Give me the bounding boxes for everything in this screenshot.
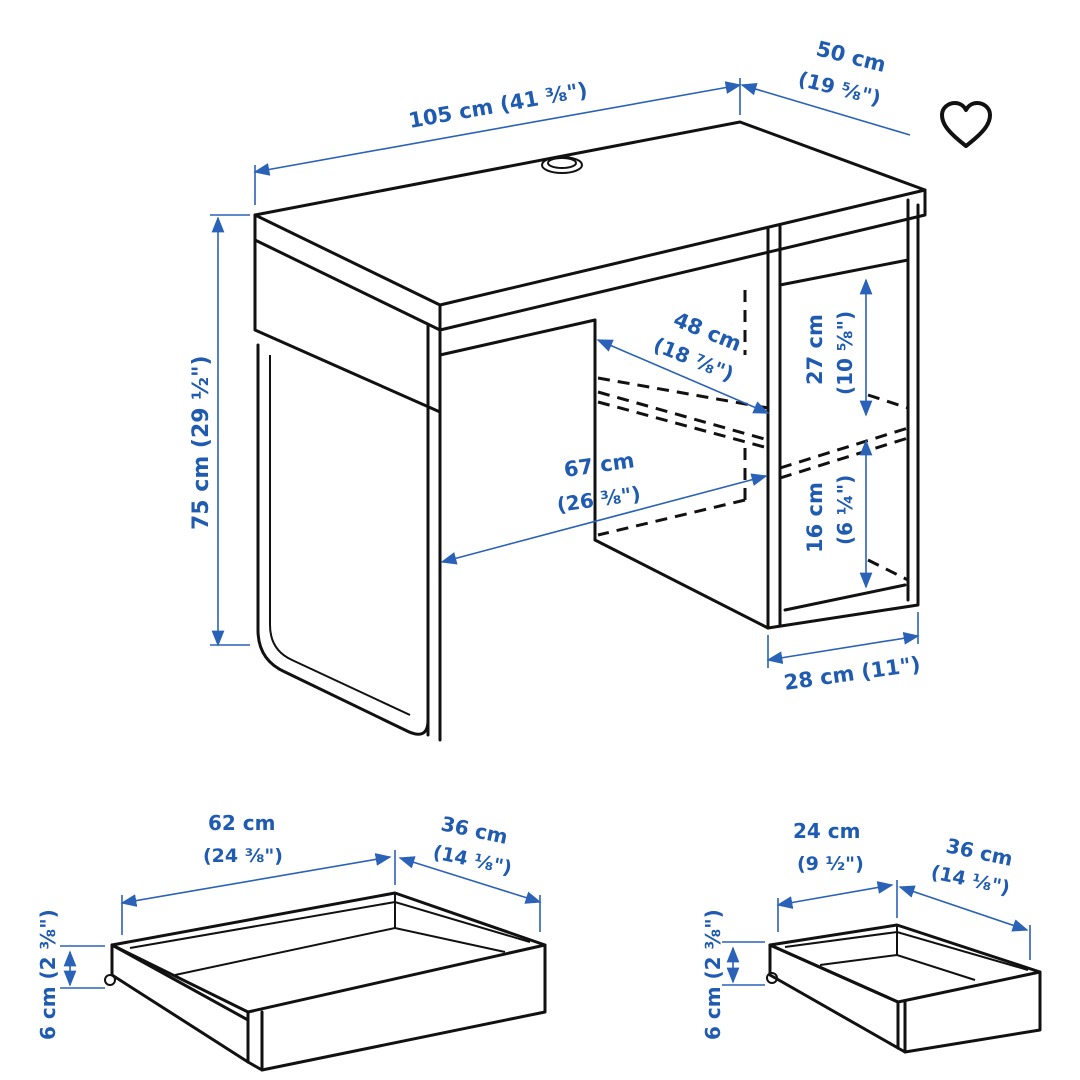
lower-compartment-cm-label: 16 cm	[803, 482, 827, 553]
cabinet-width-label: 28 cm (11")	[782, 652, 922, 695]
desk-depth-cm-label: 50 cm	[814, 37, 889, 77]
heart-icon	[940, 101, 992, 148]
upper-compartment-cm-label: 27 cm	[803, 314, 827, 385]
favorite-button[interactable]	[938, 100, 994, 152]
desk-height-label: 75 cm (29 ½")	[189, 355, 214, 530]
large-drawer-height-label: 6 cm (2 ⅜")	[36, 909, 60, 1040]
lower-compartment-in-label: (6 ¼")	[833, 475, 857, 545]
large-drawer-drawing	[60, 850, 547, 1072]
small-drawer-drawing	[722, 880, 1042, 1054]
small-drawer-height-label: 6 cm (2 ⅜")	[701, 909, 725, 1040]
desk-width-label: 105 cm (41 ⅜")	[407, 78, 590, 133]
upper-compartment-in-label: (10 ⅝")	[833, 311, 857, 395]
large-drawer-depth-cm-label: 36 cm	[439, 811, 510, 849]
desk-drawing	[210, 78, 927, 742]
leg-clearance-cm-label: 67 cm	[562, 448, 636, 482]
small-drawer-width-cm-label: 24 cm	[793, 819, 861, 843]
small-drawer-width-in-label: (9 ½")	[797, 853, 864, 875]
large-drawer-width-in-label: (24 ⅜")	[203, 845, 283, 867]
large-drawer-width-cm-label: 62 cm	[208, 811, 276, 835]
